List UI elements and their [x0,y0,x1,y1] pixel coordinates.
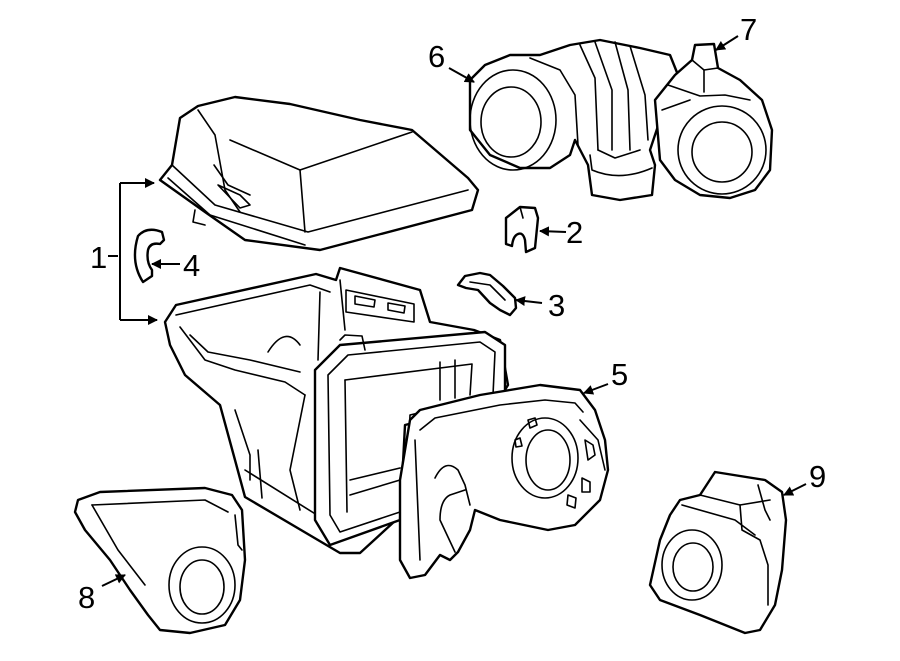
part-5-outlet-duct [398,383,610,580]
callout-7: 7 [740,12,757,47]
callout-6: 6 [428,39,445,74]
callout-2: 2 [566,215,583,250]
part-9-adapter [648,470,788,635]
air-box-lid [158,95,480,252]
callout-9: 9 [809,459,826,494]
part-4-clip [133,228,166,284]
part-3-bracket [456,271,518,317]
callout-4: 4 [183,248,200,283]
callout-5: 5 [611,357,628,392]
callout-3: 3 [548,288,565,323]
part-2-clip [504,205,540,254]
callout-8: 8 [78,580,95,615]
leader-lines [101,35,807,587]
callout-1: 1 [90,240,107,275]
filter-element-frame [313,330,507,547]
part-6-intake-duct [468,38,682,202]
part-8-duct [73,486,247,635]
part-7-intake-duct [653,42,774,200]
